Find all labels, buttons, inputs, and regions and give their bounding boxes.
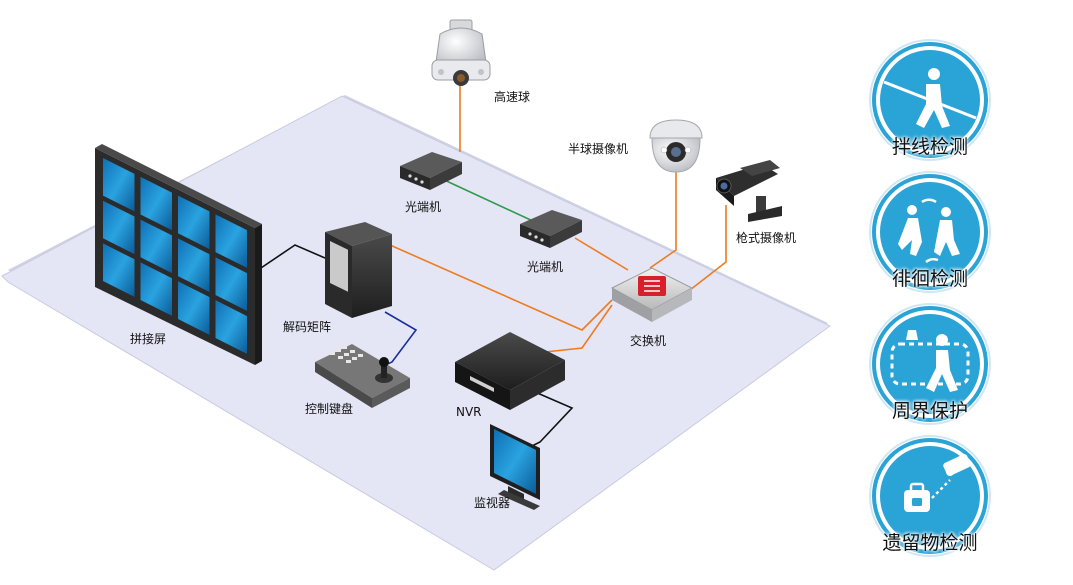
screen-cell: [103, 158, 135, 212]
speed-dome-camera: [431, 19, 491, 86]
half-dome-label: 半球摄像机: [568, 142, 629, 156]
link-fiber-fiber: [439, 177, 536, 223]
tripwire-icon: [869, 39, 991, 161]
control-keyboard-label: 控制键盘: [305, 402, 354, 416]
switch-label: 交换机: [630, 334, 667, 348]
loitering-icon: [869, 171, 991, 293]
decoder-matrix: [325, 222, 392, 318]
link-screen-matrix: [254, 244, 326, 273]
monitor-display: [490, 424, 540, 510]
screen-cell: [215, 257, 247, 311]
nvr-recorder: [455, 332, 565, 410]
bullet-camera: [716, 160, 782, 222]
splice-screen-grid: [103, 158, 247, 354]
network-switch: [610, 267, 694, 322]
splice-screen-label: 拼接屏: [130, 332, 167, 346]
screen-cell: [178, 195, 210, 250]
half-dome-camera: [649, 119, 703, 173]
splice-screen: [95, 144, 262, 365]
perimeter-icon: [869, 303, 991, 425]
screen-cell: [215, 214, 247, 268]
screen-cell: [140, 176, 172, 231]
nvr-label: NVR: [456, 405, 482, 419]
speed-dome-label: 高速球: [494, 90, 531, 104]
screen-cell: [103, 200, 135, 255]
link-fiber-switch: [574, 237, 629, 271]
link-nvr-monitor: [527, 391, 574, 449]
link-halfdome-switch: [649, 170, 677, 269]
feature-label-tripwire: 拌线检测: [891, 136, 968, 158]
feature-label-left-object: 遗留物检测: [882, 532, 978, 554]
monitor-label: 监视器: [474, 496, 511, 510]
bullet-camera-label: 枪式摄像机: [736, 231, 797, 245]
control-keyboard: [315, 344, 410, 408]
link-nvr-switch: [544, 304, 613, 353]
link-bullet-switch: [689, 205, 727, 291]
link-matrix-switch: [389, 244, 613, 331]
fiber-transceiver-mid: [520, 210, 582, 248]
screen-cell: [178, 281, 210, 335]
connection-links: [254, 82, 727, 449]
feature-label-perimeter: 周界保护: [891, 400, 968, 422]
fiber-top-label: 光端机: [405, 200, 442, 214]
fiber-mid-label: 光端机: [527, 260, 564, 274]
screen-cell: [140, 262, 172, 316]
screen-cell: [215, 300, 247, 354]
feature-label-loitering: 徘徊检测: [891, 268, 968, 290]
screen-cell: [103, 243, 135, 297]
left-object-icon: [869, 435, 991, 557]
decoder-matrix-label: 解码矩阵: [283, 320, 332, 334]
screen-cell: [140, 219, 172, 274]
screen-cell: [178, 238, 210, 292]
fiber-transceiver-top: [400, 152, 462, 190]
feature-badges: [869, 39, 991, 557]
